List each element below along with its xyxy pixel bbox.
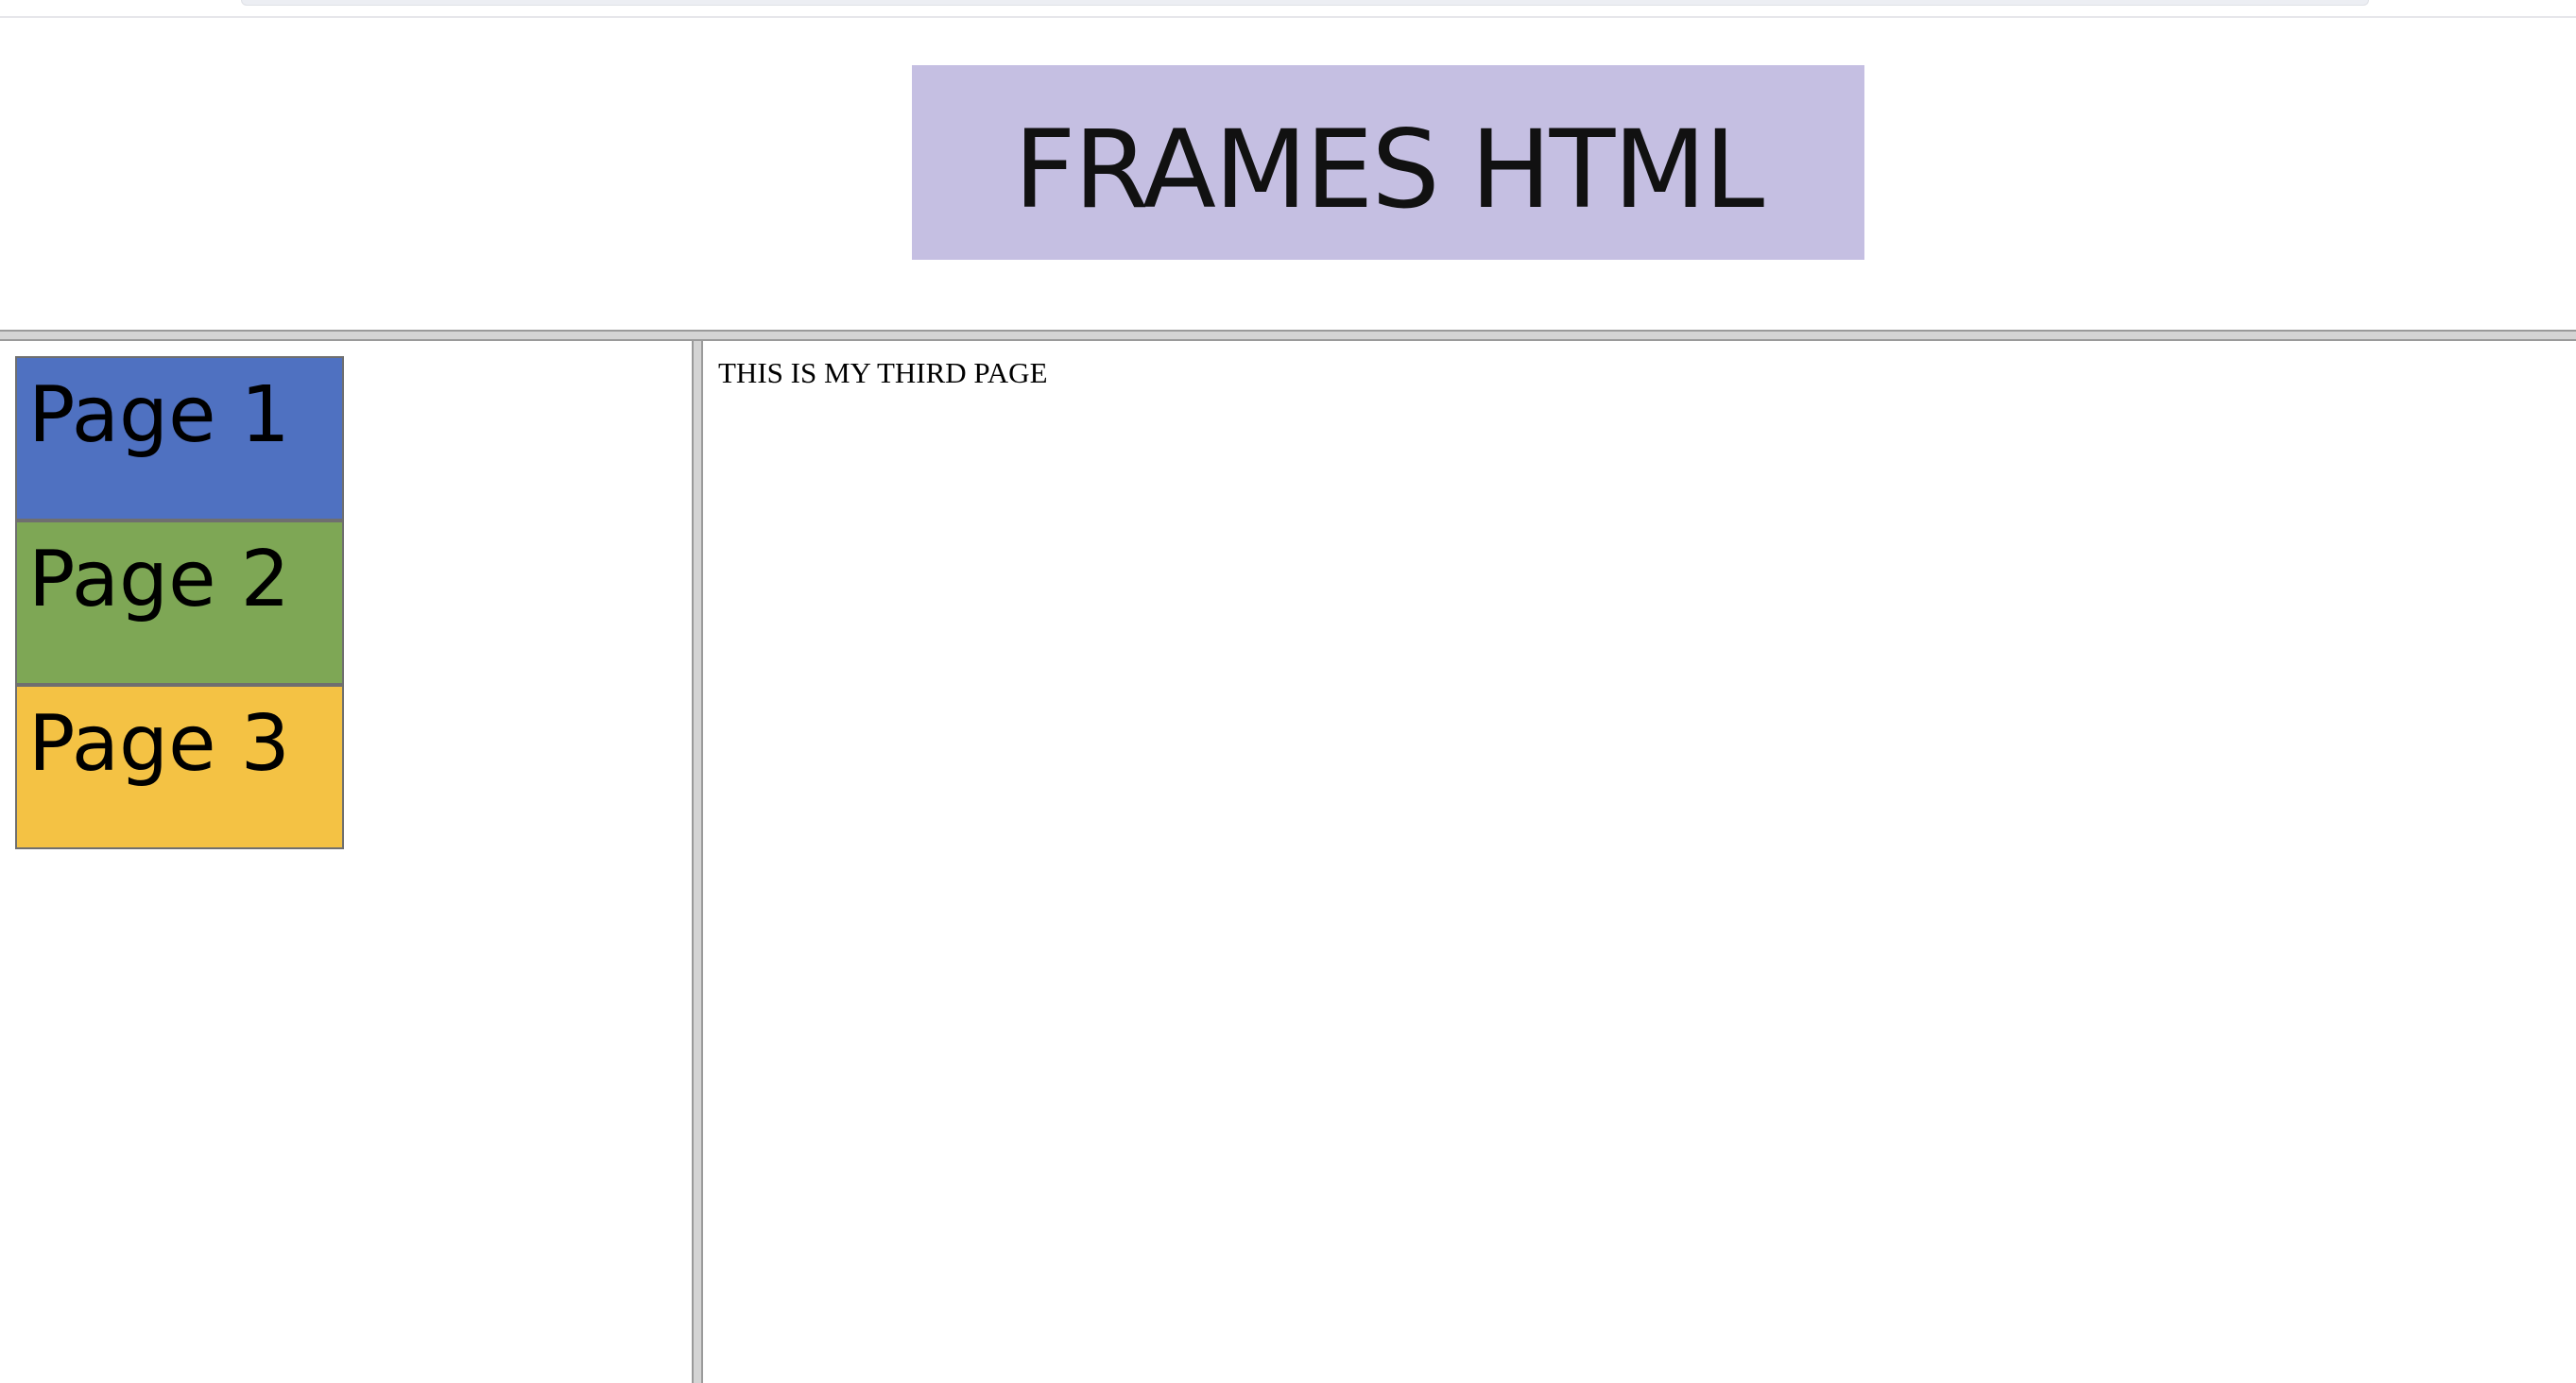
nav-link-page-1[interactable]: Page 1 xyxy=(15,356,344,521)
header-banner: FRAMES HTML xyxy=(912,65,1864,260)
nav-link-page-2[interactable]: Page 2 xyxy=(15,521,344,685)
vertical-frame-border[interactable] xyxy=(692,341,703,1383)
page-content-text: THIS IS MY THIRD PAGE xyxy=(718,356,1048,389)
top-frame: FRAMES HTML xyxy=(0,18,2576,330)
browser-chrome-strip xyxy=(0,0,2576,18)
nav-link-page-3[interactable]: Page 3 xyxy=(15,685,344,849)
address-bar[interactable] xyxy=(241,0,2369,6)
main-content-frame: THIS IS MY THIRD PAGE xyxy=(703,341,2576,1383)
banner-title: FRAMES HTML xyxy=(1013,106,1764,232)
left-nav-frame: Page 1 Page 2 Page 3 xyxy=(0,341,692,1383)
horizontal-frame-border[interactable] xyxy=(0,330,2576,341)
